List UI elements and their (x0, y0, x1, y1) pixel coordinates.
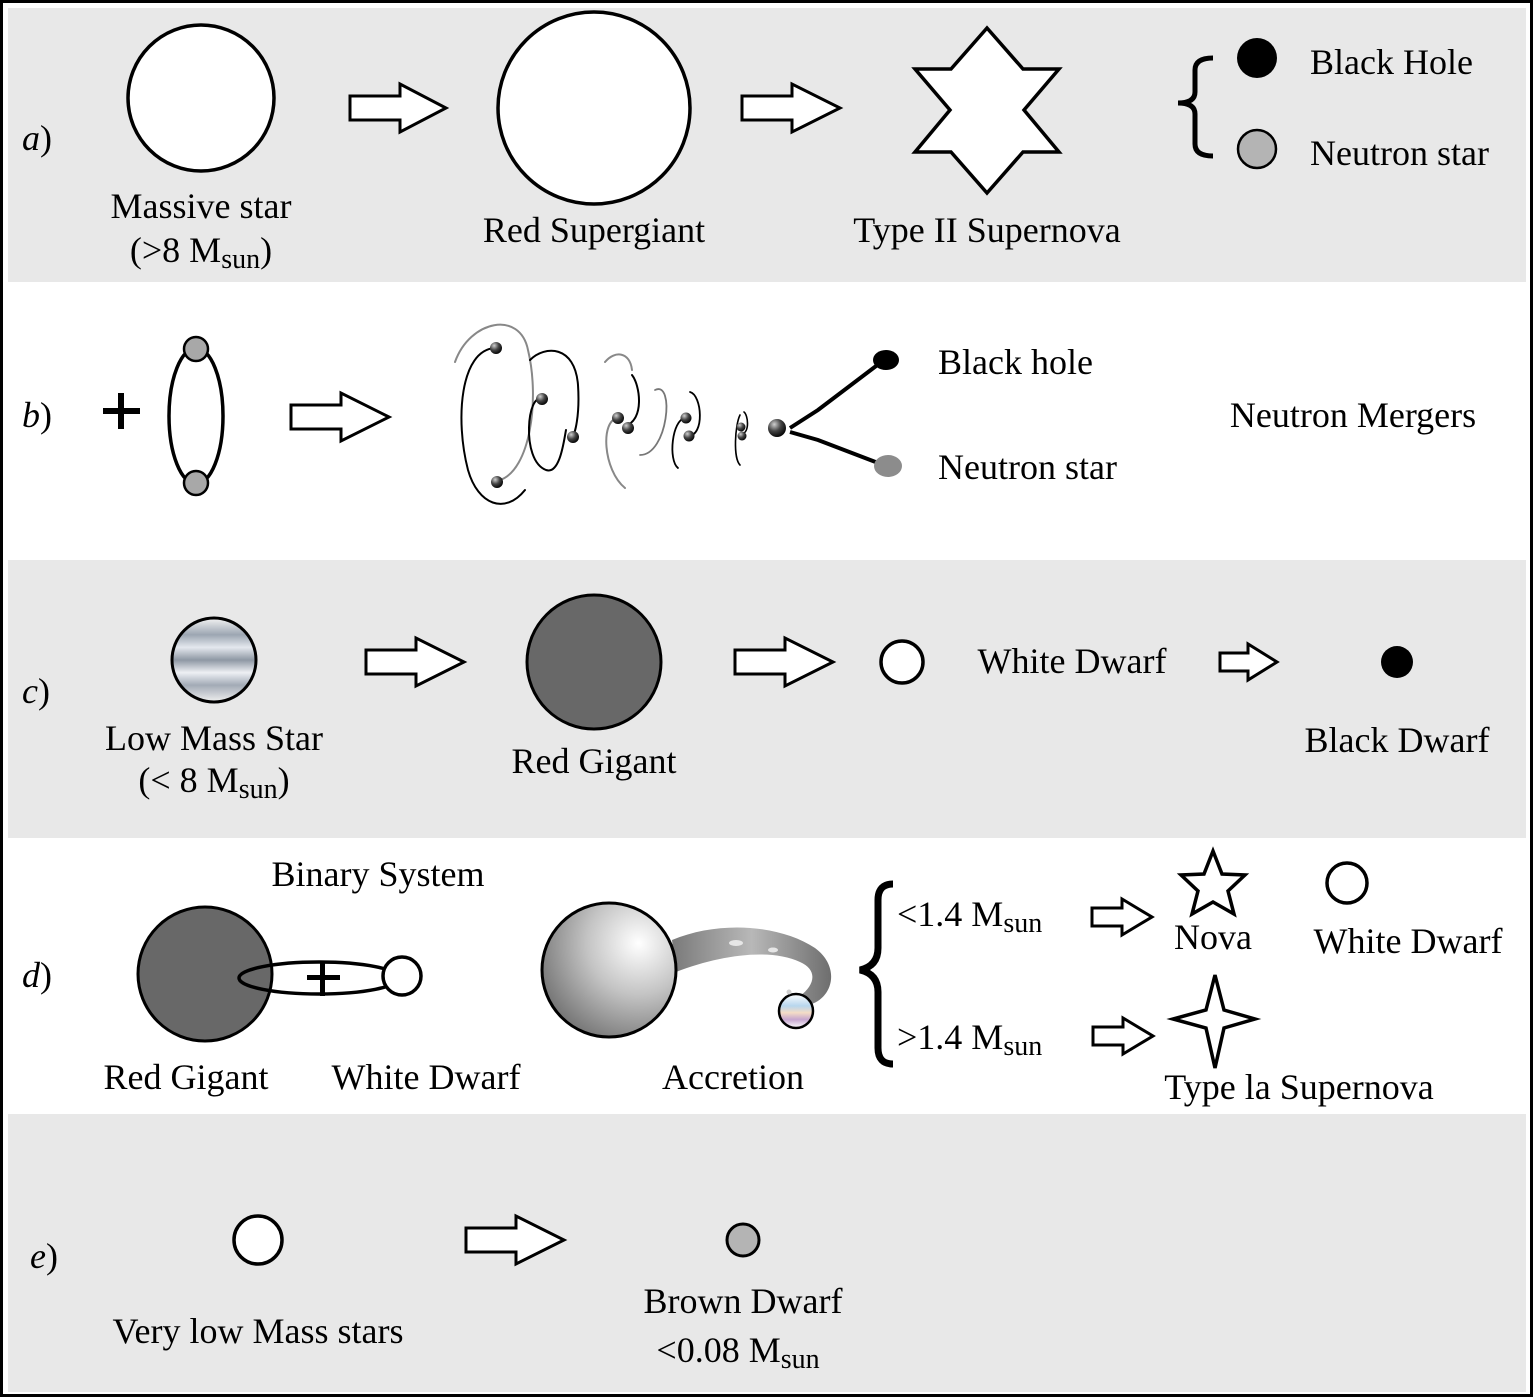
type-ia-supernova-label: Type la Supernova (1164, 1067, 1433, 1107)
very-low-mass-star-circle (232, 1214, 284, 1266)
neutron-star-label: Neutron star (1310, 133, 1489, 173)
black-hole-dot (1237, 38, 1277, 78)
mass-gt-label: >1.4 Msun (897, 1017, 1042, 1062)
panel-c-background (8, 560, 1526, 838)
arrow-icon (740, 81, 844, 135)
neutron-star-dot (874, 455, 902, 477)
stream-droplet (786, 989, 792, 995)
white-dwarf-circle (1325, 861, 1369, 905)
very-low-mass-label: Very low Mass stars (113, 1311, 404, 1351)
nova-label: Nova (1174, 917, 1252, 957)
neutron-star-dot (182, 335, 210, 363)
black-dwarf-label: Black Dwarf (1305, 720, 1490, 760)
red-gigant-label: Red Gigant (104, 1057, 269, 1097)
neutron-star-dot (182, 469, 210, 497)
arrow-icon (1090, 896, 1155, 938)
neutron-mergers-title: Neutron Mergers (1230, 395, 1476, 435)
red-gigant-circle (525, 593, 663, 731)
black-dwarf-dot (1381, 646, 1413, 678)
massive-star-mass-label: (>8 Msun) (130, 230, 272, 275)
arrow-icon (1218, 641, 1280, 683)
brown-dwarf-label: Brown Dwarf (644, 1281, 843, 1321)
black-hole-label: Black hole (938, 342, 1093, 382)
low-mass-star-label: Low Mass Star (105, 718, 323, 758)
brown-dwarf-dot (725, 1222, 761, 1258)
row-a-label: a) (22, 118, 52, 158)
six-point-star-icon (911, 25, 1063, 196)
merger-outcome-lines (788, 358, 887, 468)
brace-icon (1177, 55, 1214, 159)
mass-lt-label: <1.4 Msun (897, 894, 1042, 939)
arrow-icon (464, 1213, 568, 1267)
massive-star-circle (126, 23, 276, 173)
white-dwarf-circle (381, 955, 423, 997)
accreting-white-dwarf (777, 992, 815, 1030)
arrow-icon (289, 390, 393, 444)
red-gigant-label: Red Gigant (512, 741, 677, 781)
white-dwarf-result-label: White Dwarf (1314, 921, 1503, 961)
plus-icon (103, 393, 140, 429)
arrow-icon (364, 635, 468, 689)
binary-system-label: Binary System (272, 854, 485, 894)
black-hole-label: Black Hole (1310, 42, 1473, 82)
brown-dwarf-mass-label: <0.08 Msun (656, 1330, 819, 1375)
center-of-mass-icon (307, 961, 340, 996)
supernova-label: Type II Supernova (853, 210, 1120, 250)
red-supergiant-circle (496, 10, 692, 206)
inspiral-stars (490, 342, 786, 488)
black-hole-dot (873, 350, 899, 370)
white-dwarf-label: White Dwarf (978, 641, 1167, 681)
supernova-star-icon (1166, 974, 1262, 1069)
neutron-star-dot (1236, 128, 1278, 170)
brace-icon (859, 880, 894, 1068)
low-mass-star-mass-label: (< 8 Msun) (138, 760, 289, 805)
stream-highlight (729, 940, 743, 946)
row-c-label: c) (22, 671, 50, 711)
red-supergiant-label: Red Supergiant (483, 210, 705, 250)
row-e-label: e) (30, 1236, 58, 1276)
stream-highlight (768, 947, 778, 953)
massive-star-label: Massive star (111, 186, 292, 226)
accretion-stream (672, 927, 832, 1005)
low-mass-star-circle (170, 616, 258, 704)
arrow-icon (733, 635, 837, 689)
row-d-label: d) (22, 955, 52, 995)
arrow-icon (1091, 1015, 1156, 1057)
giant-donor-star (540, 901, 678, 1039)
panel-b-background (8, 282, 1526, 560)
nova-star-icon (1176, 846, 1250, 918)
accretion-label: Accretion (662, 1057, 804, 1097)
white-dwarf-label: White Dwarf (332, 1057, 521, 1097)
white-dwarf-circle (879, 639, 925, 685)
neutron-star-label: Neutron star (938, 447, 1117, 487)
red-gigant-circle (136, 905, 274, 1043)
row-b-label: b) (22, 395, 52, 435)
arrow-icon (348, 81, 450, 135)
